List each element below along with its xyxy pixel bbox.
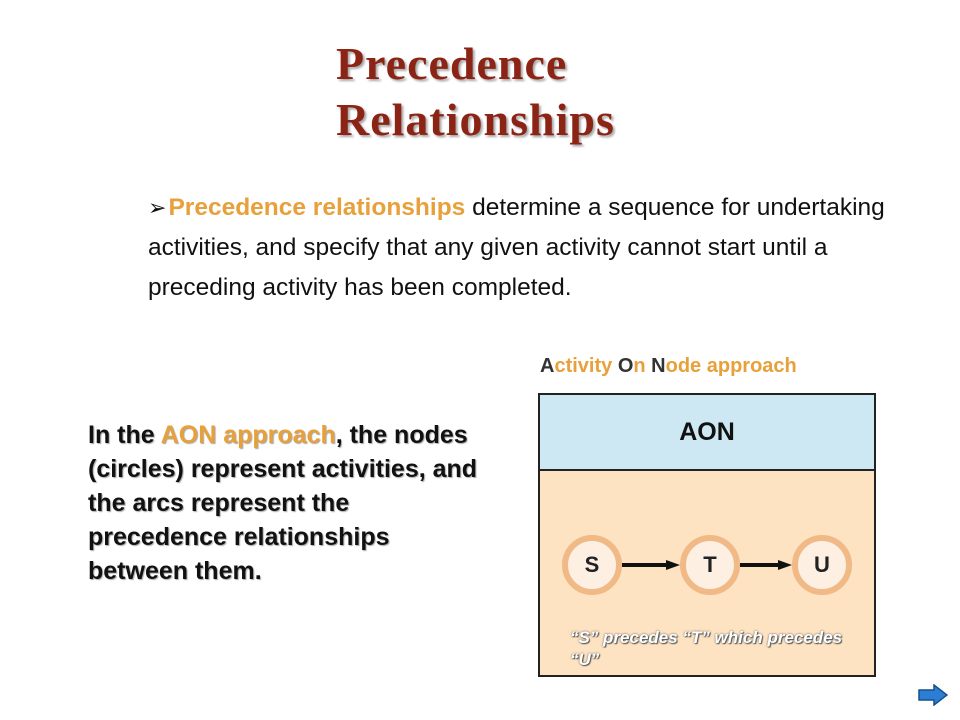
aon-caption: Activity On Node approach <box>540 355 797 378</box>
caption-letter-a: A <box>540 355 555 377</box>
definition-term: Precedence relationships <box>168 194 466 221</box>
precedence-note: “S” precedes “T” which precedes “U” <box>570 628 843 669</box>
arrow-bullet-icon: ➢ <box>148 195 167 220</box>
node-s: S <box>562 535 622 595</box>
right-arrow-icon[interactable] <box>918 683 949 707</box>
aon-explanation-term: AON approach <box>160 421 336 449</box>
aon-explanation: In the AON approach, the nodes (circles)… <box>88 418 488 588</box>
arc-s-to-t <box>622 560 680 570</box>
slide-title: Precedence Relationships <box>336 36 615 148</box>
aon-diagram-header: AON <box>540 395 874 471</box>
caption-word-on: n <box>633 355 652 377</box>
aon-explanation-intro: In the <box>88 421 161 449</box>
definition-text: determine a sequence for undertaking act… <box>148 194 885 301</box>
aon-explanation-body: , the nodes (circles) represent activiti… <box>88 421 478 585</box>
definition-bullet: ➢Precedence relationships determine a se… <box>148 188 888 308</box>
arc-t-to-u <box>740 560 792 570</box>
slide-title-line-2: Relationships <box>336 94 615 145</box>
node-t: T <box>680 535 740 595</box>
aon-diagram: AON S T U “S” precedes “T” which precede… <box>538 393 876 677</box>
slide-title-line-1: Precedence <box>336 38 568 89</box>
caption-letter-o: O <box>617 355 634 377</box>
aon-node-chain: S T U <box>540 535 874 599</box>
caption-word-activity: ctivity <box>554 355 618 377</box>
caption-letter-n: N <box>651 355 666 377</box>
caption-word-node-approach: ode approach <box>665 355 797 377</box>
node-u: U <box>792 535 852 595</box>
